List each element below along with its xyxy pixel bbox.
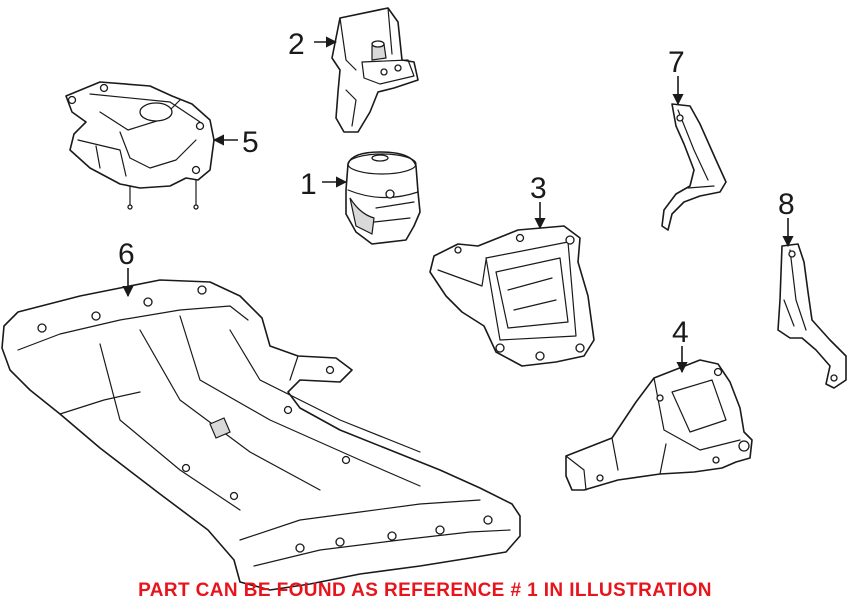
callout-7: 7	[668, 46, 685, 79]
part-8-bracket	[777, 243, 847, 389]
callout-1: 1	[300, 168, 317, 201]
part-3-plate	[429, 225, 595, 367]
callout-3: 3	[530, 172, 547, 205]
reference-footnote: PART CAN BE FOUND AS REFERENCE # 1 IN IL…	[138, 580, 712, 601]
callout-2: 2	[288, 28, 305, 61]
callout-6: 6	[118, 238, 135, 271]
part-5-mount	[65, 81, 215, 210]
part-6-subframe	[1, 279, 521, 591]
part-4-bracket	[565, 359, 753, 491]
callout-4: 4	[672, 316, 689, 349]
callout-5: 5	[242, 126, 259, 159]
callout-8: 8	[778, 188, 795, 221]
part-1-engine-mount	[345, 151, 421, 245]
part-7-strut	[661, 103, 727, 231]
part-2-bracket	[331, 7, 419, 133]
